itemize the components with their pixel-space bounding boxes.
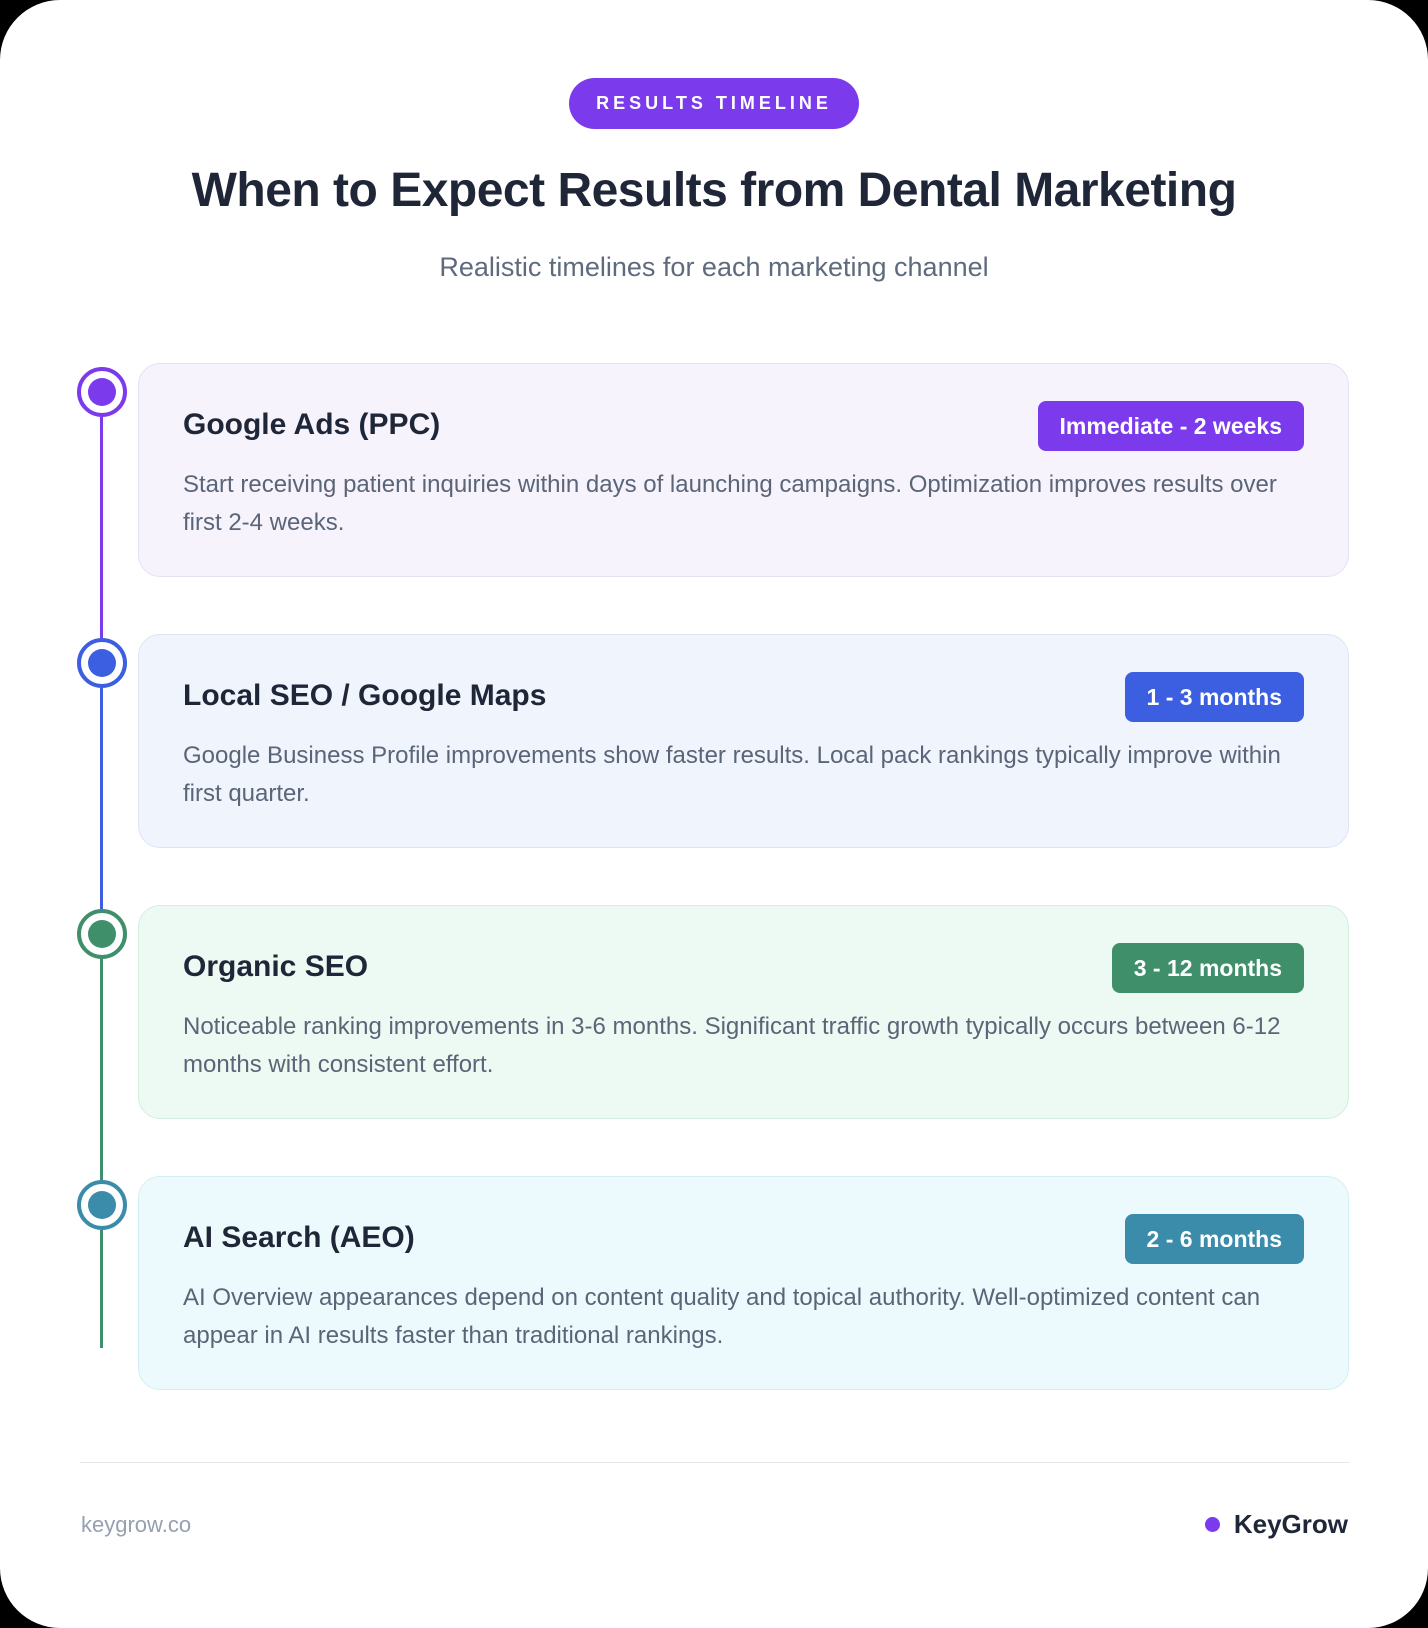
- item-description: Start receiving patient inquiries within…: [183, 471, 1277, 536]
- section-badge: RESULTS TIMELINE: [569, 78, 859, 129]
- item-title: Local SEO / Google Maps: [183, 679, 547, 712]
- timeline-item-organic-seo: Organic SEO 3 - 12 months Noticeable ran…: [138, 905, 1349, 1119]
- item-title: Google Ads (PPC): [183, 408, 441, 441]
- brand-name: KeyGrow: [1233, 1509, 1348, 1539]
- timeline-item-google-ads: Google Ads (PPC) Immediate - 2 weeks Sta…: [138, 363, 1349, 577]
- period-badge: 3 - 12 months: [1111, 943, 1304, 993]
- timeline-item-local-seo: Local SEO / Google Maps 1 - 3 months Goo…: [138, 634, 1349, 848]
- period-badge: Immediate - 2 weeks: [1037, 401, 1304, 451]
- timeline-dot-4: [77, 1180, 127, 1230]
- timeline-item-ai-search: AI Search (AEO) 2 - 6 months AI Overview…: [138, 1176, 1349, 1390]
- timeline-dot-2: [77, 638, 127, 688]
- item-title: AI Search (AEO): [183, 1221, 415, 1254]
- period-badge: 2 - 6 months: [1124, 1214, 1304, 1264]
- item-description: Noticeable ranking improvements in 3-6 m…: [183, 1013, 1281, 1078]
- timeline-line-1: [100, 417, 103, 640]
- item-title: Organic SEO: [183, 950, 369, 983]
- item-description: AI Overview appearances depend on conten…: [183, 1284, 1261, 1349]
- footer-brand: KeyGrow: [1204, 1509, 1348, 1540]
- page-subtitle: Realistic timelines for each marketing c…: [439, 252, 989, 282]
- footer-divider: [80, 1462, 1350, 1463]
- timeline-dot-3: [77, 909, 127, 959]
- timeline-line-3: [100, 959, 103, 1182]
- timeline-line-2: [100, 688, 103, 911]
- footer-website: keygrow.co: [81, 1512, 192, 1537]
- brand-dot-icon: [1204, 1517, 1220, 1532]
- page-title: When to Expect Results from Dental Marke…: [191, 164, 1237, 217]
- timeline-line-4: [100, 1230, 103, 1348]
- period-badge: 1 - 3 months: [1124, 672, 1304, 722]
- item-description: Google Business Profile improvements sho…: [183, 742, 1281, 807]
- timeline-dot-1: [77, 367, 127, 417]
